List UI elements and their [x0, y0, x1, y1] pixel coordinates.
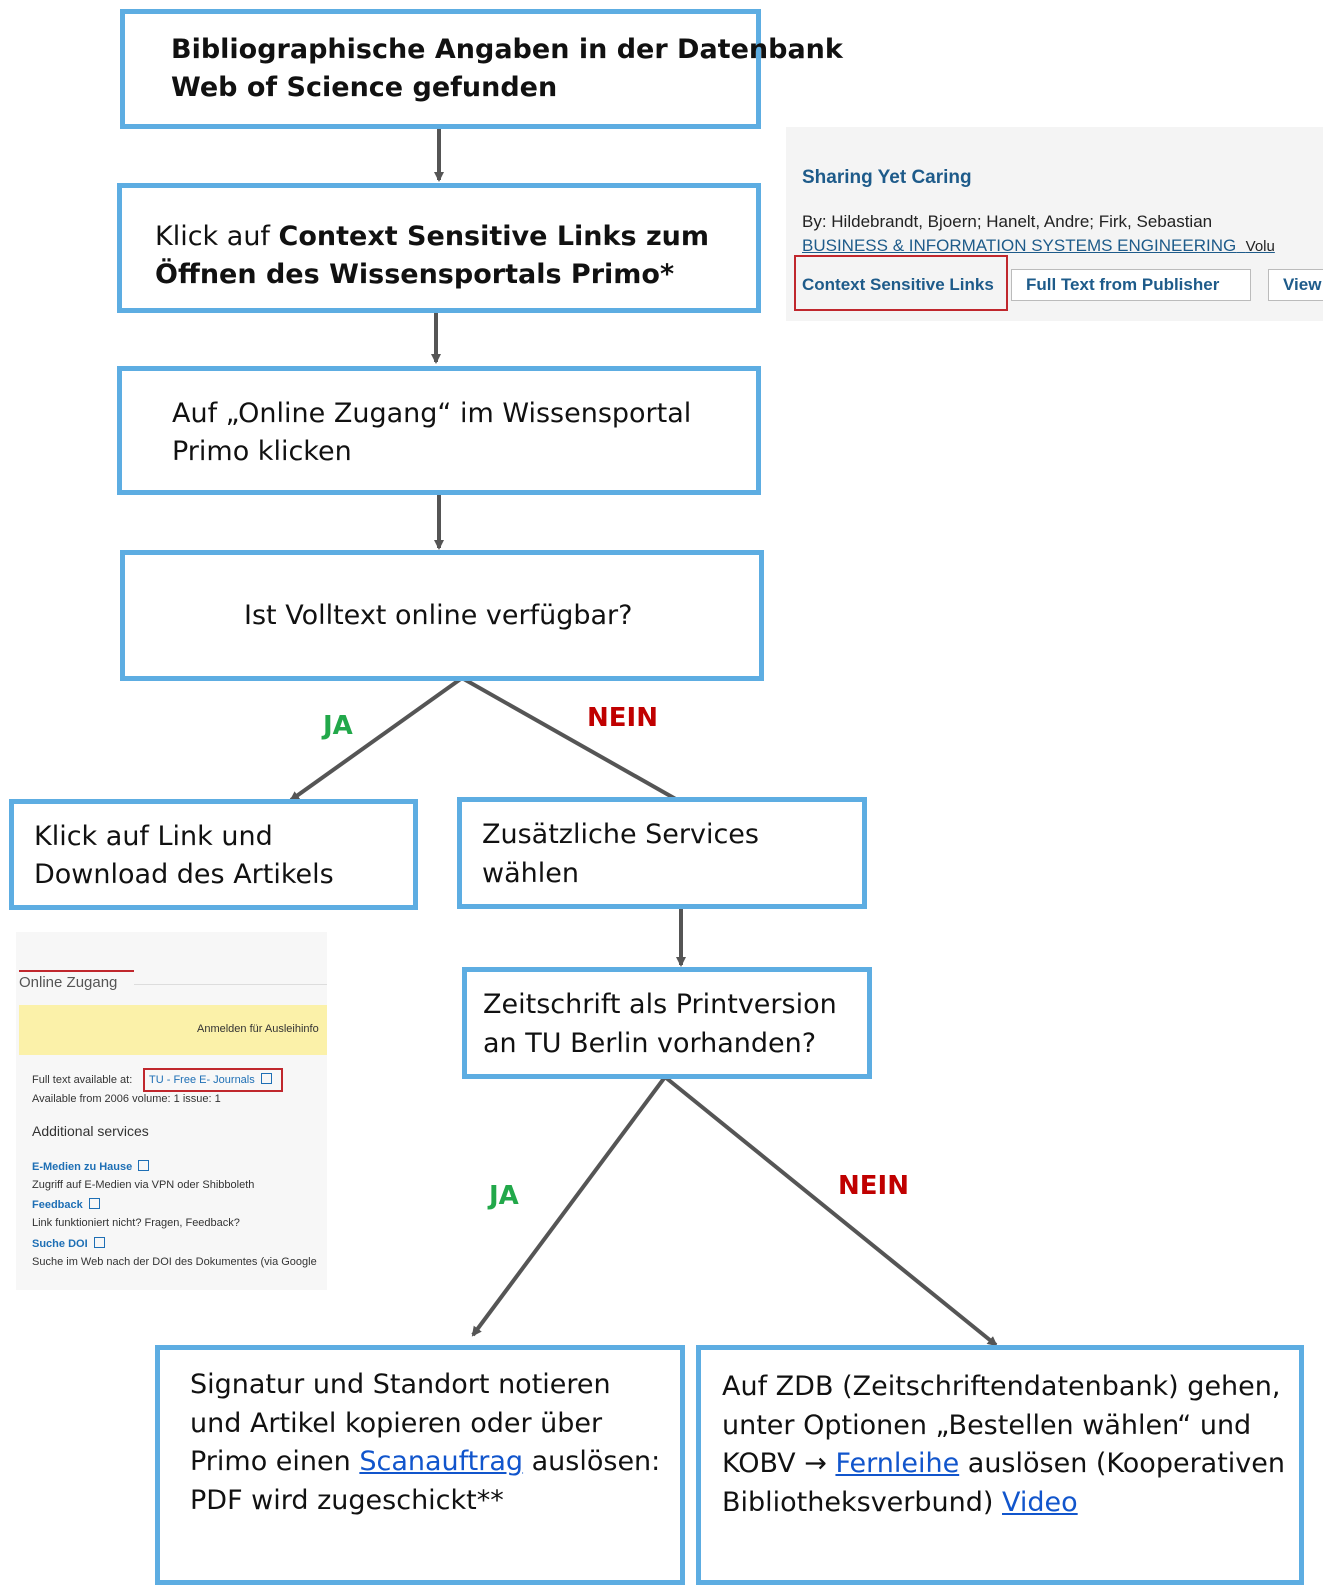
decision2-line1: Zeitschrift als Printversion — [483, 989, 837, 1020]
step-box-services — [457, 797, 867, 909]
step9-line4: Bibliotheksverbund) Video — [722, 1484, 1078, 1522]
step-box-download — [9, 799, 418, 910]
step2-line2: Öffnen des Wissensportals Primo* — [155, 259, 675, 290]
step9-line2: unter Optionen „Bestellen wählen“ und — [722, 1410, 1252, 1441]
scanauftrag-link[interactable]: Scanauftrag — [359, 1446, 524, 1477]
video-link[interactable]: Video — [1002, 1487, 1078, 1518]
step9-line3-post: auslösen (Kooperativen — [959, 1448, 1286, 1479]
login-banner-text[interactable]: Anmelden für Ausleihinfo — [197, 1023, 319, 1035]
step2-line1: Klick auf Context Sensitive Links zum — [155, 218, 709, 256]
wos-article-title[interactable]: Sharing Yet Caring — [802, 167, 972, 188]
step1-line2: Web of Science gefunden — [171, 72, 558, 103]
context-sensitive-links-button[interactable]: Context Sensitive Links — [794, 255, 1008, 311]
external-link-icon — [138, 1160, 150, 1171]
step9-line3-pre: KOBV → — [722, 1448, 836, 1479]
arrow-4-nein — [461, 676, 690, 808]
service-desc: Suche im Web nach der DOI des Dokumentes… — [32, 1256, 317, 1268]
step6-line2: wählen — [482, 858, 579, 889]
step-box-csl — [117, 183, 761, 313]
step8-line4: PDF wird zugeschickt** — [190, 1485, 504, 1516]
full-text-publisher-button[interactable]: Full Text from Publisher — [1011, 269, 1251, 301]
additional-services-heading: Additional services — [32, 1123, 149, 1139]
step-box-online-zugang — [117, 366, 761, 495]
arrow-4-ja — [289, 676, 464, 802]
decision-box-volltext — [120, 550, 764, 681]
step9-line1: Auf ZDB (Zeitschriftendatenbank) gehen, — [722, 1371, 1281, 1402]
step3-line2: Primo klicken — [172, 436, 352, 467]
tab-online-zugang[interactable]: Online Zugang — [19, 974, 118, 991]
service-desc: Link funktioniert nicht? Fragen, Feedbac… — [32, 1217, 240, 1229]
service-name[interactable]: Suche DOI — [32, 1238, 88, 1250]
external-link-icon — [88, 1198, 100, 1209]
step-box-scan — [155, 1345, 685, 1585]
arrow-7-nein — [663, 1075, 998, 1347]
divider — [134, 984, 327, 985]
step-box-fernleihe — [696, 1345, 1304, 1585]
arrow-7-ja — [471, 1075, 667, 1337]
step6-line1: Zusätzliche Services — [482, 819, 759, 850]
step2-prefix: Klick auf — [155, 221, 279, 252]
decision-box-print — [462, 967, 872, 1079]
fernleihe-link[interactable]: Fernleihe — [835, 1448, 960, 1479]
step2-bold1: Context Sensitive Links zum — [278, 221, 710, 252]
decision2-line2: an TU Berlin vorhanden? — [483, 1028, 817, 1059]
label-ja-1: JA — [323, 711, 353, 741]
primo-screenshot: Online Zugang Anmelden für Ausleihinfo F… — [16, 932, 327, 1290]
wos-screenshot: Sharing Yet Caring By: Hildebrandt, Bjoe… — [786, 127, 1323, 321]
step8-line3-post: auslösen: — [523, 1446, 661, 1477]
availability-text: Available from 2006 volume: 1 issue: 1 — [32, 1093, 221, 1105]
login-banner: Anmelden für Ausleihinfo — [19, 1005, 327, 1055]
label-ja-2: JA — [489, 1181, 519, 1211]
step5-line2: Download des Artikels — [34, 859, 334, 890]
fulltext-label: Full text available at: — [32, 1074, 133, 1086]
step8-line2: und Artikel kopieren oder über — [190, 1408, 603, 1439]
service-desc: Zugriff auf E-Medien via VPN oder Shibbo… — [32, 1179, 255, 1191]
external-link-icon — [93, 1237, 105, 1248]
step1-line1: Bibliographische Angaben in der Datenban… — [171, 34, 843, 65]
service-name[interactable]: Feedback — [32, 1199, 83, 1211]
service-link-doi[interactable]: Suche DOI — [32, 1237, 105, 1250]
label-nein-2: NEIN — [838, 1171, 909, 1201]
step5-line1: Klick auf Link und — [34, 821, 273, 852]
decision1-text: Ist Volltext online verfügbar? — [244, 600, 633, 631]
wos-authors: By: Hildebrandt, Bjoern; Hanelt, Andre; … — [802, 212, 1213, 231]
tab-underline — [19, 970, 134, 972]
wos-volume: Volu — [1245, 238, 1275, 255]
step-box-wos — [120, 9, 761, 129]
label-nein-1: NEIN — [587, 703, 658, 733]
step9-line4-pre: Bibliotheksverbund) — [722, 1487, 1003, 1518]
wos-journal-name[interactable]: BUSINESS & INFORMATION SYSTEMS ENGINEERI… — [802, 236, 1237, 255]
step8-line3: Primo einen Scanauftrag auslösen: — [190, 1443, 660, 1481]
view-button[interactable]: View — [1268, 269, 1323, 301]
service-link-emedien[interactable]: E-Medien zu Hause — [32, 1160, 150, 1173]
external-link-icon — [260, 1073, 272, 1084]
fulltext-link[interactable]: TU - Free E- Journals — [149, 1074, 255, 1086]
service-name[interactable]: E-Medien zu Hause — [32, 1161, 133, 1173]
step9-line3: KOBV → Fernleihe auslösen (Kooperativen — [722, 1445, 1285, 1483]
fulltext-link-box[interactable]: TU - Free E- Journals — [143, 1068, 283, 1092]
service-link-feedback[interactable]: Feedback — [32, 1198, 100, 1211]
wos-journal[interactable]: BUSINESS & INFORMATION SYSTEMS ENGINEERI… — [802, 236, 1275, 256]
step8-line3-pre: Primo einen — [190, 1446, 360, 1477]
step8-line1: Signatur und Standort notieren — [190, 1369, 611, 1400]
step3-line1: Auf „Online Zugang“ im Wissensportal — [172, 398, 692, 429]
